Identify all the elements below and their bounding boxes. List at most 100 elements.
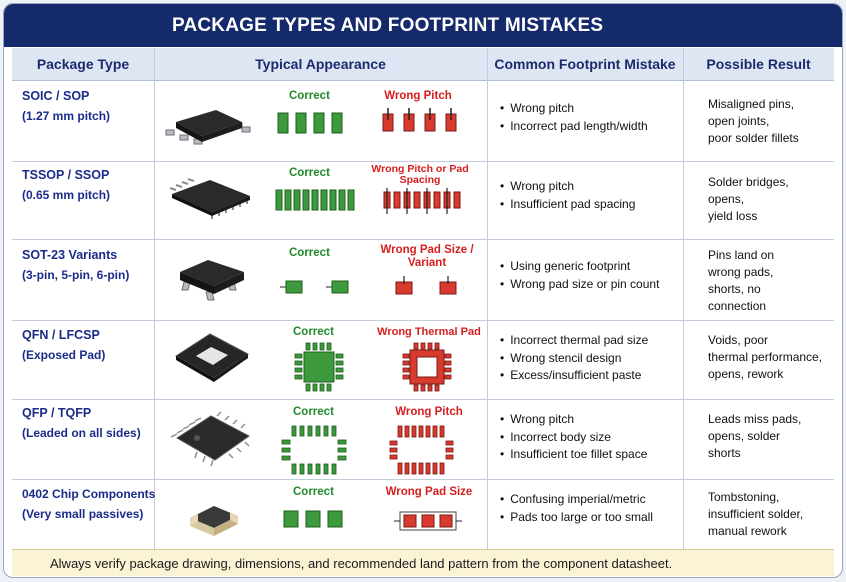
mistake-item: Wrong pitch	[500, 411, 685, 429]
result-line: shorts, no	[708, 282, 761, 296]
result-line: shorts	[708, 446, 741, 460]
mistake-list: Wrong pitch Incorrect pad length/width	[500, 100, 680, 135]
result-line: connection	[708, 299, 767, 313]
result-text: Solder bridges, opens, yield loss	[708, 174, 833, 225]
mistake-item: Incorrect pad length/width	[500, 118, 680, 136]
wrong-label: Wrong Pitch	[384, 90, 452, 102]
header-possible-result: Possible Result	[683, 48, 834, 81]
mistake-item: Incorrect thermal pad size	[500, 332, 685, 350]
mistake-item: Wrong pitch	[500, 100, 680, 118]
mistake-item: Incorrect body size	[500, 429, 685, 447]
mistake-item: Pads too large or too small	[500, 509, 685, 527]
tssop-wrong-footprint	[383, 188, 461, 214]
chip-0402-icon	[190, 506, 238, 536]
wrong-label: Wrong Thermal Pad	[377, 326, 481, 338]
result-line: Leads miss pads,	[708, 412, 802, 426]
result-line: open joints,	[708, 114, 770, 128]
title-bar: PACKAGE TYPES AND FOOTPRINT MISTAKES	[4, 4, 842, 47]
package-pitch: (Exposed Pad)	[22, 348, 106, 362]
result-text: Misaligned pins, open joints, poor solde…	[708, 96, 833, 147]
result-line: wrong pads,	[708, 265, 774, 279]
result-line: Pins land on	[708, 248, 775, 262]
table-row-qfp: QFP / TQFP (Leaded on all sides)	[22, 405, 152, 441]
correct-label: Correct	[293, 406, 334, 418]
soic-correct-footprint	[277, 112, 343, 134]
result-text: Leads miss pads, opens, solder shorts	[708, 411, 833, 462]
result-line: Solder bridges,	[708, 175, 789, 189]
package-name: 0402 Chip Components	[22, 487, 156, 501]
footer-note: Always verify package drawing, dimension…	[12, 549, 834, 576]
result-line: manual rework	[708, 524, 787, 538]
table-row-soic: SOIC / SOP (1.27 mm pitch)	[22, 88, 152, 124]
result-line: insufficient solder,	[708, 507, 804, 521]
table-row-qfn: QFN / LFCSP (Exposed Pad)	[22, 327, 152, 363]
soic-package-icon	[165, 110, 251, 145]
qfp-wrong-footprint	[389, 425, 454, 475]
mistake-item: Insufficient toe fillet space	[500, 446, 685, 464]
correct-label: Correct	[289, 167, 330, 179]
package-name: TSSOP / SSOP	[22, 168, 110, 182]
qfn-correct-footprint	[294, 342, 344, 392]
mistake-item: Wrong pad size or pin count	[500, 276, 680, 294]
package-pitch: (Leaded on all sides)	[22, 426, 141, 440]
mistake-list: Confusing imperial/metric Pads too large…	[500, 491, 685, 526]
result-line: opens, solder	[708, 429, 781, 443]
correct-label: Correct	[293, 486, 334, 498]
header-typical-appearance: Typical Appearance	[154, 48, 487, 81]
result-line: opens, rework	[708, 367, 784, 381]
package-name: SOT-23 Variants	[22, 248, 118, 262]
qfp-package-icon	[170, 411, 250, 467]
table-row-sot23: SOT-23 Variants (3-pin, 5-pin, 6-pin)	[22, 247, 152, 283]
mistake-item: Wrong pitch	[500, 178, 680, 196]
qfn-wrong-footprint	[402, 342, 452, 392]
wrong-label: Wrong Pad Size	[385, 486, 473, 498]
header-footprint-mistake: Common Footprint Mistake	[487, 48, 683, 81]
mistake-item: Confusing imperial/metric	[500, 491, 685, 509]
result-line: yield loss	[708, 209, 758, 223]
correct-label: Correct	[289, 90, 330, 102]
result-line: thermal performance,	[708, 350, 823, 364]
tssop-correct-footprint	[275, 189, 355, 211]
result-text: Voids, poor thermal performance, opens, …	[708, 332, 833, 383]
mistake-item: Using generic footprint	[500, 258, 680, 276]
qfp-correct-footprint	[281, 425, 347, 475]
sot23-wrong-footprint	[395, 276, 457, 295]
table-row-0402: 0402 Chip Components (Very small passive…	[22, 486, 157, 522]
tssop-package-icon	[169, 178, 250, 219]
result-text: Pins land on wrong pads, shorts, no conn…	[708, 247, 833, 315]
wrong-label: Wrong Pad Size / Variant	[380, 244, 474, 269]
package-pitch: (1.27 mm pitch)	[22, 109, 111, 123]
package-pitch: (3-pin, 5-pin, 6-pin)	[22, 268, 130, 282]
sot23-correct-footprint	[280, 280, 349, 294]
wrong-label: Wrong Pitch	[395, 406, 463, 418]
mistake-list: Wrong pitch Incorrect body size Insuffic…	[500, 411, 685, 464]
package-name: SOIC / SOP	[22, 89, 90, 103]
mistake-list: Incorrect thermal pad size Wrong stencil…	[500, 332, 685, 385]
result-text: Tombstoning, insufficient solder, manual…	[708, 489, 833, 540]
page-title: PACKAGE TYPES AND FOOTPRINT MISTAKES	[172, 15, 604, 36]
package-pitch: (Very small passives)	[22, 507, 144, 521]
soic-wrong-footprint	[382, 108, 457, 132]
result-line: Misaligned pins,	[708, 97, 795, 111]
correct-label: Correct	[289, 247, 330, 259]
result-line: Voids, poor	[708, 333, 769, 347]
infographic-frame: PACKAGE TYPES AND FOOTPRINT MISTAKES Pac…	[3, 3, 843, 578]
mistake-item: Insufficient pad spacing	[500, 196, 680, 214]
sot23-package-icon	[180, 260, 244, 301]
package-pitch: (0.65 mm pitch)	[22, 188, 111, 202]
package-name: QFP / TQFP	[22, 406, 92, 420]
package-name: QFN / LFCSP	[22, 328, 100, 342]
mistake-item: Excess/insufficient paste	[500, 367, 685, 385]
chip-correct-footprint	[283, 510, 343, 528]
mistake-list: Wrong pitch Insufficient pad spacing	[500, 178, 680, 213]
header-package-type: Package Type	[12, 48, 154, 81]
result-line: opens,	[708, 192, 745, 206]
result-line: Tombstoning,	[708, 490, 780, 504]
mistake-item: Wrong stencil design	[500, 350, 685, 368]
table-row-tssop: TSSOP / SSOP (0.65 mm pitch)	[22, 167, 152, 203]
qfn-package-icon	[175, 333, 249, 382]
correct-label: Correct	[293, 326, 334, 338]
result-line: poor solder fillets	[708, 131, 799, 145]
chip-wrong-footprint	[394, 511, 462, 531]
mistake-list: Using generic footprint Wrong pad size o…	[500, 258, 680, 293]
